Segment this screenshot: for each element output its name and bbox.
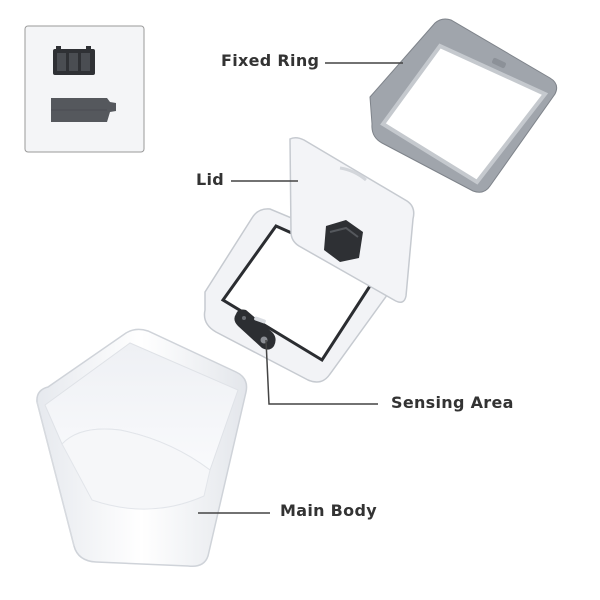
battery-holder bbox=[53, 46, 95, 75]
label-lid: Lid bbox=[196, 170, 225, 189]
main-body-floor bbox=[61, 428, 211, 510]
sensing-area bbox=[234, 309, 276, 350]
lid-hinge bbox=[324, 220, 363, 262]
callout-line-sensing-area bbox=[265, 339, 378, 405]
label-sensing-area: Sensing Area bbox=[391, 393, 514, 412]
main-body bbox=[36, 328, 248, 568]
lid-assembly bbox=[203, 136, 415, 383]
inset-frame bbox=[24, 25, 145, 153]
label-fixed-ring: Fixed Ring bbox=[221, 51, 320, 70]
battery-inset bbox=[24, 25, 145, 153]
lid-flap bbox=[289, 136, 415, 303]
fixed-ring-inner-face bbox=[380, 43, 549, 185]
fixed-ring bbox=[369, 18, 558, 193]
battery-cover bbox=[51, 98, 116, 122]
label-main-body: Main Body bbox=[280, 501, 377, 520]
